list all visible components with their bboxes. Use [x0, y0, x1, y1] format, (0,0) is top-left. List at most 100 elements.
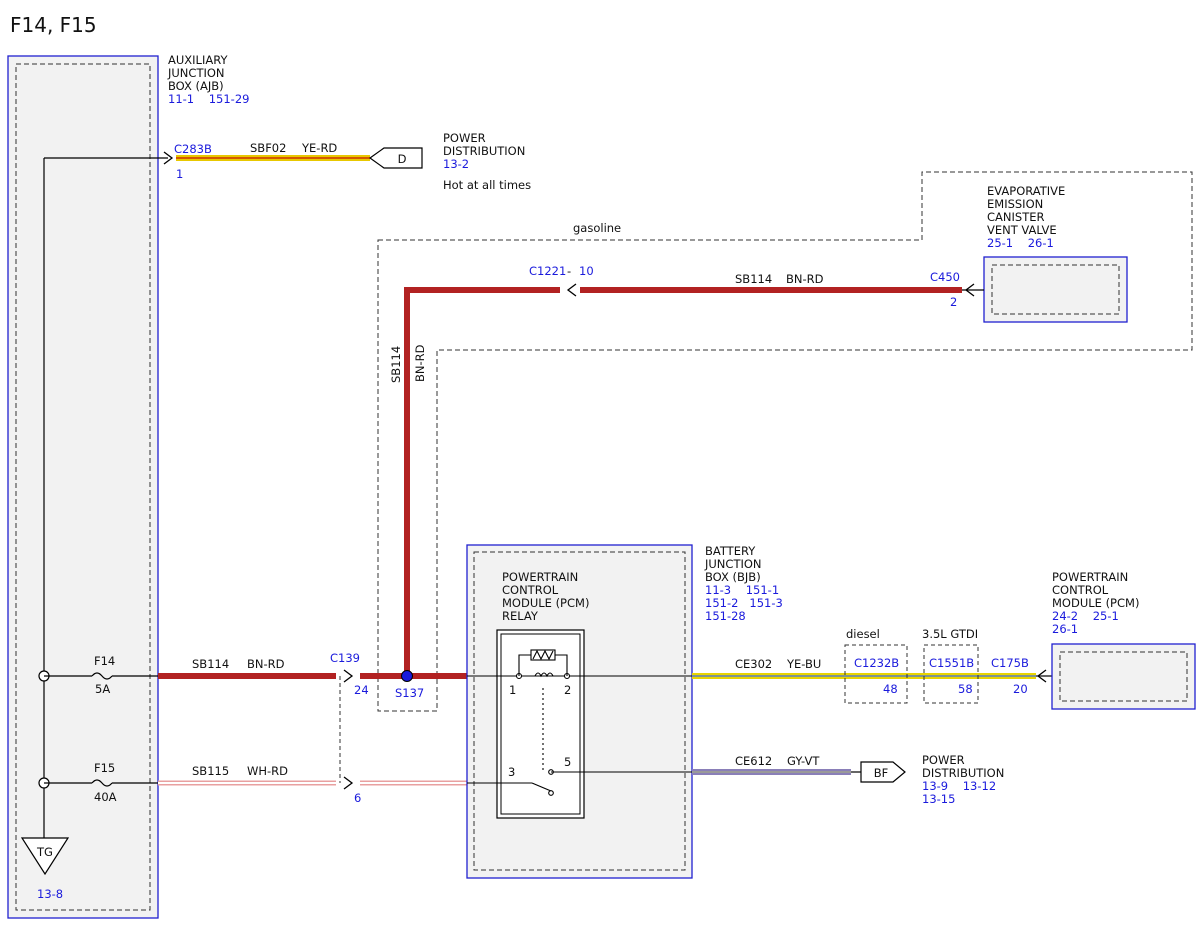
svg-text:26-1: 26-1	[1052, 622, 1078, 636]
svg-text:Hot at all times: Hot at all times	[443, 178, 531, 192]
sb114-vertical-color: BN-RD	[413, 344, 427, 382]
svg-text:151-2 151-3: 151-2 151-3	[705, 596, 783, 610]
page-title: F14, F15	[10, 13, 97, 37]
c1551b-connector-label: C1551B	[929, 656, 974, 670]
svg-text:CANISTER: CANISTER	[987, 210, 1044, 224]
c283b-pin: 1	[176, 167, 183, 181]
c175b-connector-icon	[1036, 669, 1047, 683]
svg-text:DISTRIBUTION: DISTRIBUTION	[443, 144, 525, 158]
power-dist-d-label: POWER DISTRIBUTION 13-2 Hot at all times	[443, 131, 531, 192]
sb115-connector-icon	[343, 776, 354, 790]
power-dist-d-arrow-label: D	[398, 152, 407, 166]
c1221-pin: 10	[579, 264, 594, 278]
diesel-option-outline	[844, 644, 908, 704]
relay-pin-1: 1	[509, 683, 516, 697]
svg-text:CONTROL: CONTROL	[1052, 583, 1109, 597]
ce302-circuit: CE302	[735, 657, 772, 671]
relay-coil-icon	[467, 649, 692, 770]
svg-text:13-9 13-12: 13-9 13-12	[922, 779, 996, 793]
svg-text:EVAPORATIVE: EVAPORATIVE	[987, 184, 1065, 198]
sb114-upper-color: BN-RD	[786, 272, 824, 286]
power-dist-bf-arrow-icon: BF	[851, 761, 906, 783]
c175b-connector-label: C175B	[991, 656, 1029, 670]
relay-pin-3: 3	[508, 765, 515, 779]
c175b-pin: 20	[1013, 682, 1028, 696]
svg-text:POWERTRAIN: POWERTRAIN	[502, 570, 578, 584]
c1221-connector-label: C1221	[529, 264, 566, 278]
pcm-label: POWERTRAIN CONTROL MODULE (PCM) 24-2 25-…	[1052, 570, 1139, 636]
evap-valve-box	[983, 256, 1128, 323]
relay-label: POWERTRAIN CONTROL MODULE (PCM) RELAY	[502, 570, 589, 623]
ajb-name-line: BOX (AJB)	[168, 79, 224, 93]
svg-text:13-15: 13-15	[922, 792, 955, 806]
svg-text:DISTRIBUTION: DISTRIBUTION	[922, 766, 1004, 780]
fuse-f14-rating: 5A	[95, 682, 110, 696]
c283b-connector-label: C283B	[174, 142, 212, 156]
c283b-connector-icon	[163, 151, 174, 165]
power-dist-bf-label: POWER DISTRIBUTION 13-9 13-12 13-15	[922, 753, 1004, 806]
sb115-pin: 6	[354, 791, 361, 805]
c1221-dash: -	[567, 264, 571, 278]
evap-label: EVAPORATIVE EMISSION CANISTER VENT VALVE…	[987, 184, 1065, 250]
svg-text:CONTROL: CONTROL	[502, 583, 559, 597]
ajb-internal-wiring	[38, 157, 168, 838]
bjb-label: BATTERY JUNCTION BOX (BJB) 11-3 151-1 15…	[704, 544, 783, 623]
svg-text:13-2: 13-2	[443, 157, 469, 171]
power-dist-d-arrow-icon: D	[368, 147, 423, 169]
svg-text:25-1 26-1: 25-1 26-1	[987, 236, 1054, 250]
ground-ref: 13-8	[37, 887, 63, 901]
c450-connector-label: C450	[930, 270, 960, 284]
relay-pin-5: 5	[564, 755, 571, 769]
c450-connector-icon	[964, 283, 975, 297]
svg-text:RELAY: RELAY	[502, 609, 539, 623]
sb115-color: WH-RD	[247, 764, 288, 778]
gasoline-option-outline	[377, 171, 1193, 712]
svg-text:JUNCTION: JUNCTION	[704, 557, 762, 571]
diesel-label: diesel	[846, 627, 880, 641]
pcm-box	[1051, 643, 1196, 710]
svg-text:POWER: POWER	[922, 753, 965, 767]
ajb-box	[7, 55, 159, 919]
sbf02-color: YE-RD	[301, 141, 337, 155]
fuse-f15-rating: 40A	[94, 790, 117, 804]
ce302-color: YE-BU	[786, 657, 821, 671]
fuse-f15-icon	[91, 779, 113, 787]
gasoline-label: gasoline	[573, 221, 621, 235]
ce612-circuit: CE612	[735, 754, 772, 768]
svg-text:24-2 25-1: 24-2 25-1	[1052, 609, 1119, 623]
splice-s137-icon	[401, 670, 413, 682]
c139-connector-icon	[343, 669, 354, 683]
c1221-connector-icon	[566, 283, 577, 297]
ground-tg-label: TG	[36, 845, 53, 859]
ajb-name-line: JUNCTION	[167, 66, 225, 80]
ce612-color: GY-VT	[787, 754, 820, 768]
fuse-f15-label: F15	[94, 761, 115, 775]
relay-pin-2: 2	[564, 683, 571, 697]
sbf02-circuit: SBF02	[250, 141, 286, 155]
splice-s137-label: S137	[395, 686, 424, 700]
svg-text:POWERTRAIN: POWERTRAIN	[1052, 570, 1128, 584]
c139-connector-label: C139	[330, 651, 360, 665]
ajb-refs: 11-1 151-29	[168, 92, 249, 106]
ground-tg-icon: TG	[20, 837, 70, 876]
c139-pin: 24	[354, 683, 369, 697]
svg-text:BATTERY: BATTERY	[705, 544, 756, 558]
svg-text:VENT VALVE: VENT VALVE	[987, 223, 1057, 237]
svg-text:BOX (BJB): BOX (BJB)	[705, 570, 761, 584]
svg-text:151-28: 151-28	[705, 609, 746, 623]
sb114-vertical-circuit: SB114	[389, 346, 403, 383]
sb115-circuit: SB115	[192, 764, 229, 778]
ajb-name-line: AUXILIARY	[168, 53, 228, 67]
ajb-label: AUXILIARY JUNCTION BOX (AJB) 11-1 151-29	[167, 53, 249, 106]
sb114-lower-color: BN-RD	[247, 657, 285, 671]
c1232b-pin: 48	[883, 682, 898, 696]
svg-text:11-3 151-1: 11-3 151-1	[705, 583, 779, 597]
sb114-lower-circuit: SB114	[192, 657, 229, 671]
fuse-f14-icon	[91, 672, 113, 680]
svg-text:MODULE (PCM): MODULE (PCM)	[502, 596, 589, 610]
power-dist-bf-arrow-label: BF	[874, 766, 889, 780]
c1232b-connector-label: C1232B	[854, 656, 899, 670]
svg-text:EMISSION: EMISSION	[987, 197, 1043, 211]
sb114-upper-circuit: SB114	[735, 272, 772, 286]
